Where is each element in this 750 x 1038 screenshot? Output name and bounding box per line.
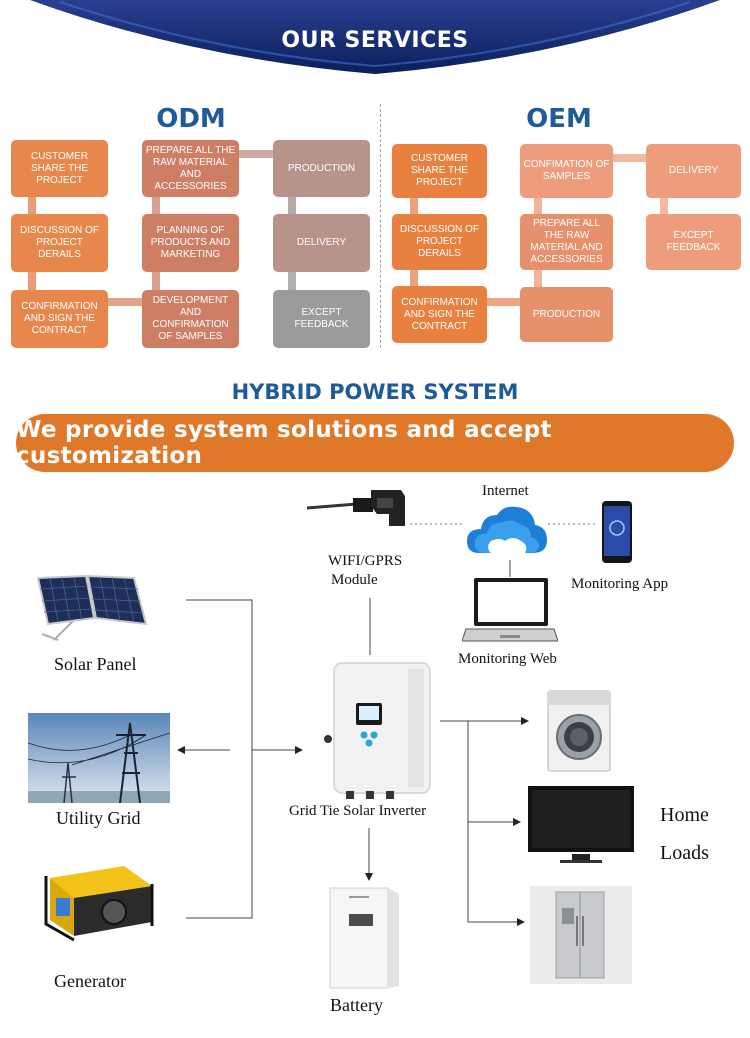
loads-label-line1: Home bbox=[660, 804, 709, 826]
oem-step-box: CONFIRMATION AND SIGN THE CONTRACT bbox=[392, 286, 487, 343]
oem-connector bbox=[410, 270, 418, 286]
source-label-solar: Solar Panel bbox=[54, 654, 137, 674]
source-label-generator: Generator bbox=[54, 971, 126, 991]
odm-connector bbox=[288, 196, 296, 214]
odm-connector bbox=[239, 150, 273, 158]
oem-step-box: DELIVERY bbox=[646, 144, 741, 198]
oem-step-box: CUSTOMER SHARE THE PROJECT bbox=[392, 144, 487, 198]
oem-connector bbox=[487, 298, 520, 306]
utility-grid-icon bbox=[28, 713, 170, 803]
oem-connector bbox=[534, 270, 542, 287]
odm-step-box: PRODUCTION bbox=[273, 140, 370, 197]
odm-step-box: DELIVERY bbox=[273, 214, 370, 272]
services-banner bbox=[30, 0, 720, 74]
refrigerator-icon bbox=[530, 886, 632, 984]
odm-step-box: PLANNING OF PRODUCTS AND MARKETING bbox=[142, 214, 239, 272]
battery-label: Battery bbox=[330, 995, 383, 1015]
oem-step-box: PREPARE ALL THE RAW MATERIAL AND ACCESSO… bbox=[520, 214, 613, 270]
oem-connector bbox=[410, 198, 418, 214]
loads-label-line2: Loads bbox=[660, 842, 709, 864]
oem-title: OEM bbox=[526, 104, 592, 134]
television-icon bbox=[528, 786, 634, 863]
odm-step-box: CONFIRMATION AND SIGN THE CONTRACT bbox=[11, 290, 108, 348]
oem-step-box: EXCEPT FEEDBACK bbox=[646, 214, 741, 270]
inverter-icon bbox=[324, 662, 431, 799]
wifi-module-icon bbox=[306, 490, 405, 526]
inverter-label: Grid Tie Solar Inverter bbox=[289, 803, 427, 819]
battery-icon bbox=[329, 887, 399, 989]
oem-connector bbox=[613, 154, 646, 162]
cloud-icon bbox=[467, 506, 547, 553]
odm-connector bbox=[152, 196, 160, 214]
customization-text: We provide system solutions and accept c… bbox=[16, 417, 552, 469]
oem-connector bbox=[534, 198, 542, 214]
oem-step-box: PRODUCTION bbox=[520, 287, 613, 342]
hybrid-title: HYBRID POWER SYSTEM bbox=[231, 380, 519, 404]
laptop-icon bbox=[462, 578, 558, 642]
odm-title: ODM bbox=[156, 104, 226, 134]
smartphone-icon bbox=[602, 501, 632, 563]
odm-step-box: PREPARE ALL THE RAW MATERIAL AND ACCESSO… bbox=[142, 140, 239, 197]
module-label-line1: WIFI/GPRS bbox=[328, 553, 403, 569]
services-title: OUR SERVICES bbox=[281, 28, 469, 53]
section-divider bbox=[380, 104, 381, 348]
generator-icon bbox=[44, 866, 154, 942]
oem-step-box: CONFIMATION OF SAMPLES bbox=[520, 144, 613, 198]
washing-machine-icon bbox=[547, 690, 611, 772]
module-label-line2: Module bbox=[331, 572, 378, 588]
odm-step-box: DEVELOPMENT AND CONFIRMATION OF SAMPLES bbox=[142, 290, 239, 348]
odm-step-box: DISCUSSION OF PROJECT DERAILS bbox=[11, 214, 108, 272]
odm-step-box: EXCEPT FEEDBACK bbox=[273, 290, 370, 348]
odm-step-box: CUSTOMER SHARE THE PROJECT bbox=[11, 140, 108, 197]
odm-connector bbox=[288, 272, 296, 290]
system-diagram-lines bbox=[177, 523, 598, 926]
monitoring-app-label: Monitoring App bbox=[571, 576, 669, 592]
customization-banner: We provide system solutions and accept c… bbox=[16, 414, 734, 472]
oem-step-box: DISCUSSION OF PROJECT DERAILS bbox=[392, 214, 487, 270]
internet-label: Internet bbox=[482, 483, 529, 499]
odm-connector bbox=[108, 298, 142, 306]
monitoring-web-label: Monitoring Web bbox=[458, 651, 557, 667]
odm-connector bbox=[28, 272, 36, 290]
solar-panel-icon bbox=[36, 574, 148, 641]
oem-connector bbox=[660, 198, 668, 214]
source-label-grid: Utility Grid bbox=[56, 808, 141, 828]
odm-connector bbox=[28, 196, 36, 214]
odm-connector bbox=[152, 272, 160, 290]
